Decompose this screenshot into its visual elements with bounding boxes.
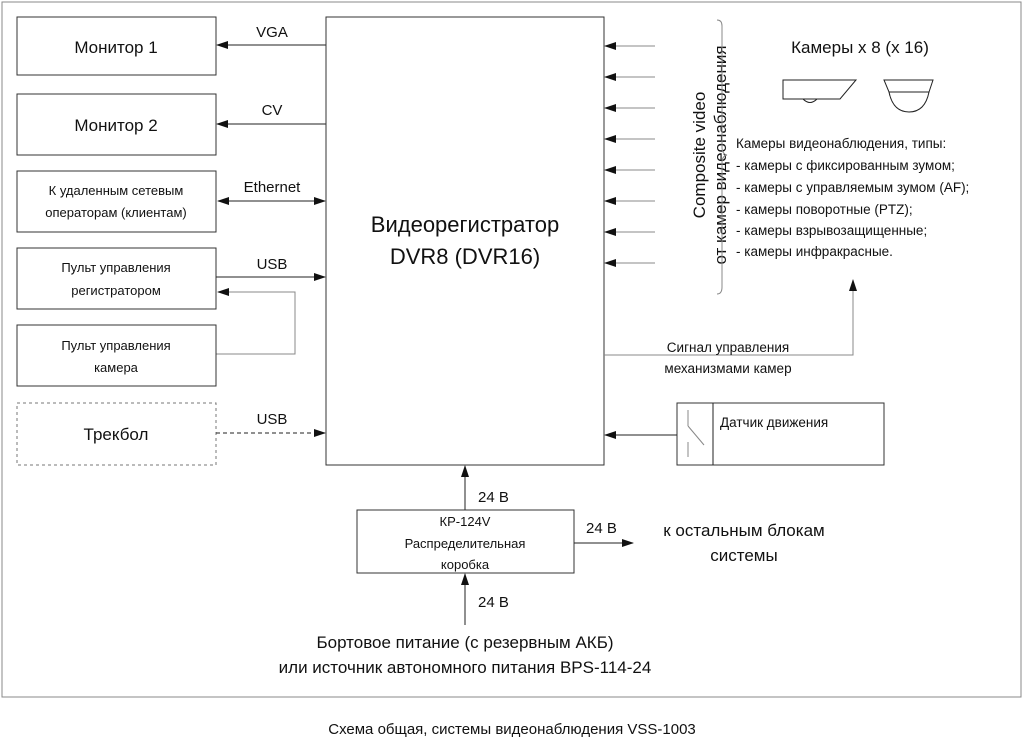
dvr-block: Видеорегистратор DVR8 (DVR16) (325, 16, 605, 466)
camera-types-heading: Камеры видеонаблюдения, типы: (736, 136, 946, 151)
control-signal-line2: механизмами камер (664, 361, 791, 376)
cameras-title: Камеры x 8 (x 16) (791, 38, 929, 57)
voltage-out: 24 В (586, 520, 617, 537)
camera-source-label: от камер видеонаблюдения (711, 45, 730, 264)
dome-camera-icon (883, 79, 934, 113)
camera-panel-line2: камера (94, 360, 139, 375)
diagram-frame (1, 1, 1022, 698)
control-signal-arrow (604, 279, 857, 356)
camera-input-arrows (604, 42, 655, 267)
distribution-box-line3: коробка (441, 557, 490, 572)
cv-label: CV (262, 102, 283, 119)
monitor-1-label: Монитор 1 (74, 38, 157, 57)
camera-panel-block: Пульт управления камера (16, 324, 217, 387)
camera-type-item: - камеры с управляемым зумом (AF); (736, 180, 969, 195)
remote-operators-line2: операторам (клиентам) (45, 205, 186, 220)
distribution-box: КР-124V Распределительная коробка (356, 509, 575, 574)
dvr-line2: DVR8 (DVR16) (390, 244, 540, 269)
control-signal-line1: Сигнал управления (667, 340, 789, 355)
remote-operators-line1: К удаленным сетевым (49, 183, 184, 198)
diagram-caption: Схема общая, системы видеонаблюдения VSS… (328, 721, 696, 738)
voltage-in: 24 В (478, 594, 509, 611)
panel-link-line (216, 288, 296, 355)
switch-icon (687, 410, 705, 457)
camera-type-item: - камеры поворотные (PTZ); (736, 202, 913, 217)
trackball-block: Трекбол (16, 402, 217, 466)
camera-type-item: - камеры взрывозащищенные; (736, 223, 927, 238)
motion-sensor-block: Датчик движения (676, 402, 885, 466)
recorder-panel-block: Пульт управления регистратором (16, 247, 217, 310)
usb-label-1: USB (257, 256, 288, 273)
camera-type-item: - камеры инфракрасные. (736, 244, 893, 259)
voltage-to-dvr: 24 В (478, 489, 509, 506)
camera-type-item: - камеры с фиксированным зумом; (736, 158, 955, 173)
camera-types-list: Камеры видеонаблюдения, типы: - камеры с… (736, 136, 969, 259)
distribution-box-model: КР-124V (440, 514, 491, 529)
recorder-panel-line2: регистратором (71, 283, 161, 298)
other-blocks-line2: системы (710, 546, 777, 565)
vga-label: VGA (256, 24, 288, 41)
dvr-line1: Видеорегистратор (371, 212, 559, 237)
usb-label-2: USB (257, 411, 288, 428)
power-source-line2: или источник автономного питания BPS-114… (279, 658, 652, 677)
composite-video-label: Composite video (690, 92, 709, 219)
brace-icon (716, 19, 728, 295)
distribution-box-line2: Распределительная (405, 536, 526, 551)
monitor-2-block: Монитор 2 (16, 93, 217, 156)
motion-sensor-label: Датчик движения (720, 415, 828, 430)
remote-operators-block: К удаленным сетевым операторам (клиентам… (16, 170, 217, 233)
monitor-2-label: Монитор 2 (74, 116, 157, 135)
box-camera-icon (782, 79, 858, 103)
recorder-panel-line1: Пульт управления (61, 260, 170, 275)
other-blocks-line1: к остальным блокам (663, 521, 824, 540)
camera-panel-line1: Пульт управления (61, 338, 170, 353)
power-source-line1: Бортовое питание (с резервным АКБ) (316, 633, 613, 652)
ethernet-label: Ethernet (244, 179, 302, 196)
trackball-label: Трекбол (84, 425, 149, 444)
monitor-1-block: Монитор 1 (16, 16, 217, 76)
